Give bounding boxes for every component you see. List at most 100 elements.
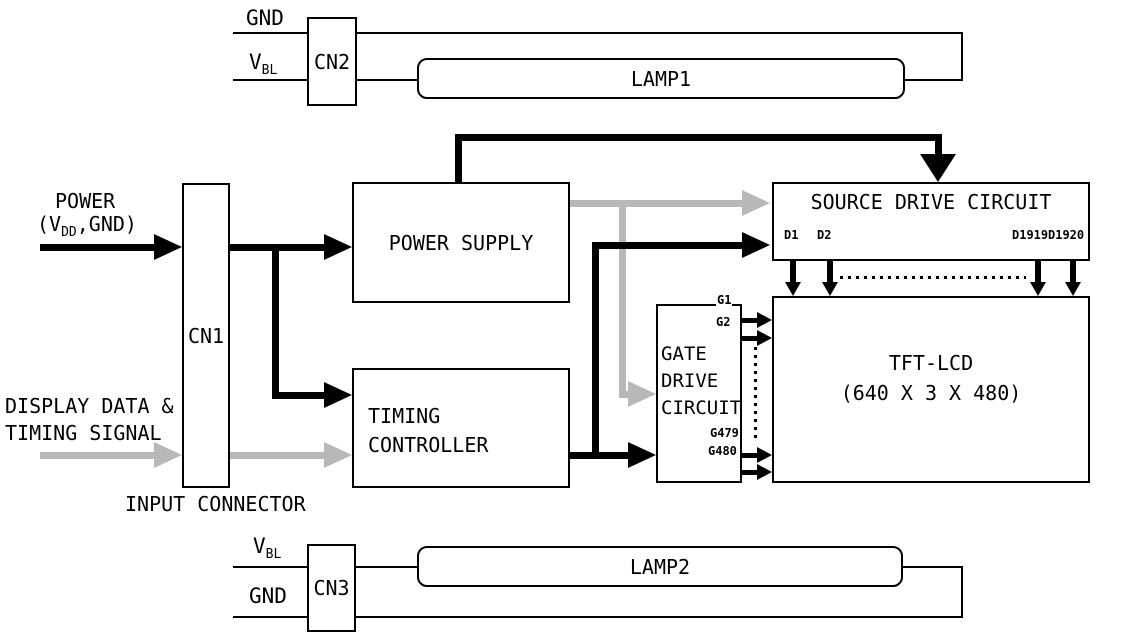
power-input-title: POWER: [55, 189, 116, 213]
wire-gnd-top-drop: [961, 32, 963, 81]
gnd-bottom-label: GND: [249, 584, 287, 608]
wire-source-out-d1920: [1070, 261, 1076, 283]
source-drive-circuit-label: SOURCE DRIVE CIRCUIT: [810, 190, 1052, 214]
wire-power-branch-vertical: [272, 244, 279, 396]
wire-black-to-source: [592, 242, 744, 249]
power-input-arrowhead: [154, 234, 182, 260]
cn3-label: CN3: [313, 576, 350, 600]
wire-gate-out-479: [742, 453, 758, 458]
source-out-d1919-arrowhead: [1030, 282, 1046, 296]
wire-ps-top-bus: [455, 134, 942, 141]
lamp1-box: LAMP1: [417, 58, 905, 99]
cn2-label: CN2: [313, 49, 351, 74]
timing-controller-label: TIMING CONTROLLER: [368, 402, 488, 460]
pin-label-d1919: D1919: [1012, 228, 1049, 242]
wire-ps-top-riser: [455, 134, 462, 184]
source-out-ellipsis: [840, 276, 1026, 279]
lamp2-box: LAMP2: [417, 546, 903, 587]
source-out-d1920-arrowhead: [1065, 282, 1081, 296]
wire-gate-out-2: [742, 336, 758, 341]
wire-gate-out-1: [742, 318, 758, 323]
power-detail-post: ,GND): [76, 212, 137, 236]
wire-gnd-bottom-left: [233, 616, 307, 618]
power-to-timing-arrowhead: [324, 382, 352, 408]
wire-vbl-to-lamp2: [356, 566, 417, 568]
wire-gate-out-480: [742, 470, 758, 475]
tft-lcd-line2: (640 X 3 X 480): [840, 381, 1022, 405]
wire-source-out-d2: [827, 261, 833, 283]
vbl-bottom-label: VBL: [253, 534, 281, 561]
wire-timing-to-gate: [570, 452, 632, 459]
source-out-d2-arrowhead: [822, 282, 838, 296]
wire-cn1-to-timing-gray: [230, 452, 326, 459]
cn1-to-power-supply-arrowhead: [324, 234, 352, 260]
display-data-input-arrowhead: [154, 442, 182, 468]
tft-lcd-box: [772, 296, 1090, 483]
wire-gray-to-source: [570, 200, 744, 207]
gate-out-479-arrowhead: [757, 447, 772, 463]
wire-ps-top-drop: [935, 134, 942, 156]
pin-label-d1: D1: [784, 228, 799, 242]
wire-display-data-input: [40, 452, 156, 459]
vbl-top-label: VBL: [249, 50, 277, 77]
pin-label-d2: D2: [817, 228, 832, 242]
cn1-to-timing-arrowhead: [324, 442, 352, 468]
vbl-bottom-main: V: [253, 534, 266, 558]
vbl-bottom-subscript: BL: [265, 547, 282, 563]
gray-to-source-arrowhead: [742, 190, 770, 216]
timing-controller-line1: TIMING: [368, 404, 441, 428]
power-input-detail: (VDD,GND): [37, 212, 137, 240]
cn2-connector-box: CN2: [307, 17, 357, 106]
bus-to-source-arrowhead: [920, 154, 956, 182]
gate-drive-line1: GATE: [661, 343, 707, 365]
wire-power-branch-horizontal: [272, 392, 326, 399]
gate-drive-circuit-box: [656, 304, 742, 483]
lamp2-label: LAMP2: [629, 554, 691, 579]
wire-vbl-top-left: [233, 79, 307, 81]
black-to-source-arrowhead: [742, 232, 770, 258]
wire-power-input: [40, 244, 156, 251]
gray-to-gate-arrowhead: [628, 381, 656, 407]
wire-timing-riser: [592, 242, 599, 458]
gate-drive-line3: CIRCUIT: [661, 397, 742, 419]
pin-label-g1: G1: [716, 293, 733, 308]
wire-gray-branch-horizontal: [619, 391, 631, 398]
wire-gnd-top-right: [357, 32, 963, 34]
vbl-top-main: V: [249, 50, 262, 74]
pin-label-g480: G480: [708, 444, 737, 458]
tft-lcd-label: TFT-LCD (640 X 3 X 480): [772, 348, 1090, 408]
pin-label-g479: G479: [710, 426, 739, 440]
lamp1-label: LAMP1: [630, 66, 692, 91]
pin-label-g2: G2: [716, 315, 731, 329]
power-detail-pre: (V: [37, 212, 62, 236]
source-out-d1-arrowhead: [785, 282, 801, 296]
gate-drive-line2: DRIVE: [661, 370, 719, 392]
gate-out-1-arrowhead: [757, 312, 772, 328]
gate-out-2-arrowhead: [757, 330, 772, 346]
gate-drive-circuit-label: GATE DRIVE CIRCUIT: [661, 341, 741, 422]
timing-controller-box: [352, 368, 570, 488]
vdd-subscript: DD: [61, 225, 77, 240]
wire-gnd-bottom-right: [356, 616, 963, 618]
wire-source-out-d1: [790, 261, 796, 283]
source-drive-circuit-box: [772, 182, 1090, 261]
pin-label-d1920: D1920: [1048, 228, 1085, 242]
power-supply-box: POWER SUPPLY: [352, 182, 570, 303]
display-data-label-line1: DISPLAY DATA &: [5, 394, 174, 418]
wire-lamp1-return: [903, 79, 963, 81]
gate-out-ellipsis: [754, 347, 757, 443]
timing-to-gate-arrowhead: [628, 442, 656, 468]
timing-controller-line2: CONTROLLER: [368, 433, 489, 457]
cn1-connector-box: CN1: [182, 183, 230, 488]
input-connector-caption: INPUT CONNECTOR: [125, 492, 306, 516]
gate-out-480-arrowhead: [757, 464, 772, 480]
tft-lcd-line1: TFT-LCD: [888, 351, 974, 375]
vbl-top-subscript: BL: [261, 63, 278, 79]
wire-vbl-to-lamp1: [357, 79, 417, 81]
cn1-label: CN1: [187, 323, 225, 348]
power-supply-label: POWER SUPPLY: [388, 230, 534, 255]
wire-vbl-bottom-left: [233, 566, 307, 568]
wire-gnd-top-left: [233, 32, 307, 34]
cn3-connector-box: CN3: [307, 544, 356, 632]
